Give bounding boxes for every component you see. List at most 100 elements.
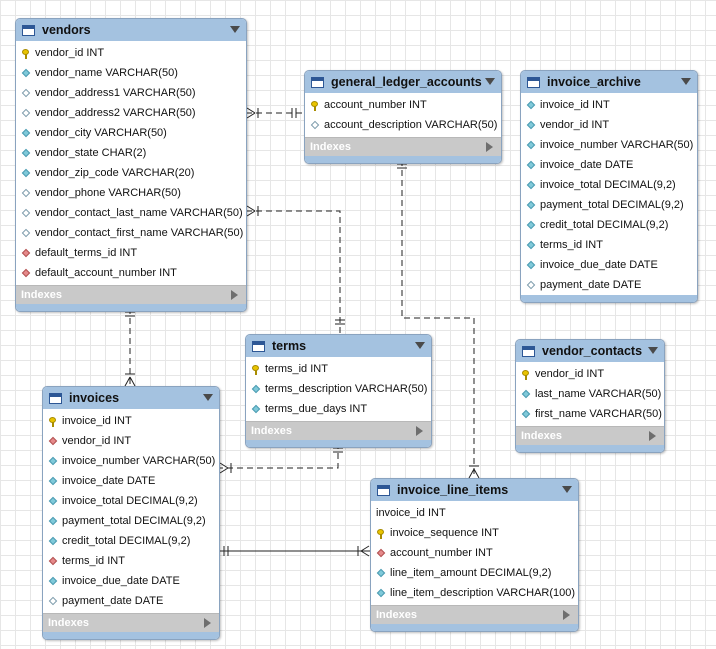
column-row[interactable]: default_account_number INT [16, 263, 246, 283]
column-row[interactable]: last_name VARCHAR(50) [516, 384, 664, 404]
column-row[interactable]: invoice_id INT [43, 411, 219, 431]
column-row[interactable]: vendor_contact_last_name VARCHAR(50) [16, 203, 246, 223]
indexes-section[interactable]: Indexes [516, 426, 664, 445]
collapse-caret-icon[interactable] [485, 78, 495, 85]
column-row[interactable]: invoice_due_date DATE [43, 571, 219, 591]
table-icon [49, 392, 62, 404]
table-header[interactable]: vendors [16, 19, 246, 41]
column-row[interactable]: terms_due_days INT [246, 399, 431, 419]
column-row[interactable]: payment_total DECIMAL(9,2) [521, 195, 697, 215]
collapse-caret-icon[interactable] [648, 347, 658, 354]
collapse-caret-icon[interactable] [230, 26, 240, 33]
table-header[interactable]: general_ledger_accounts [305, 71, 501, 93]
column-row[interactable]: invoice_sequence INT [371, 523, 578, 543]
column-row[interactable]: account_number INT [371, 543, 578, 563]
column-label: vendor_city VARCHAR(50) [35, 127, 167, 139]
column-label: terms_id INT [540, 239, 603, 251]
indexes-section[interactable]: Indexes [246, 421, 431, 440]
table-header[interactable]: invoice_archive [521, 71, 697, 93]
column-row[interactable]: payment_date DATE [43, 591, 219, 611]
cardinality-mark [246, 205, 256, 212]
column-row[interactable]: invoice_due_date DATE [521, 255, 697, 275]
column-label: invoice_due_date DATE [62, 575, 180, 587]
column-row[interactable]: line_item_description VARCHAR(100) [371, 583, 578, 603]
column-label: vendor_address2 VARCHAR(50) [35, 107, 196, 119]
column-label: account_number INT [390, 547, 493, 559]
column-row[interactable]: invoice_number VARCHAR(50) [521, 135, 697, 155]
column-row[interactable]: payment_total DECIMAL(9,2) [43, 511, 219, 531]
column-row[interactable]: vendor_name VARCHAR(50) [16, 63, 246, 83]
column-row[interactable]: vendor_address2 VARCHAR(50) [16, 103, 246, 123]
column-row[interactable]: invoice_total DECIMAL(9,2) [521, 175, 697, 195]
column-row[interactable]: vendor_id INT [16, 43, 246, 63]
table-header[interactable]: terms [246, 335, 431, 357]
column-icon [48, 537, 57, 546]
column-row[interactable]: vendor_contact_first_name VARCHAR(50) [16, 223, 246, 243]
indexes-section[interactable]: Indexes [371, 605, 578, 624]
expand-triangle-icon[interactable] [204, 618, 211, 628]
collapse-caret-icon[interactable] [415, 342, 425, 349]
column-row[interactable]: vendor_id INT [43, 431, 219, 451]
primary-key-icon [251, 364, 260, 375]
table-header[interactable]: vendor_contacts [516, 340, 664, 362]
column-row[interactable]: terms_id INT [246, 359, 431, 379]
column-row[interactable]: default_terms_id INT [16, 243, 246, 263]
column-row[interactable]: credit_total DECIMAL(9,2) [521, 215, 697, 235]
column-row[interactable]: account_number INT [305, 95, 501, 115]
column-label: invoice_number VARCHAR(50) [540, 139, 694, 151]
column-row[interactable]: first_name VARCHAR(50) [516, 404, 664, 424]
column-row[interactable]: invoice_id INT [371, 503, 578, 523]
column-row[interactable]: credit_total DECIMAL(9,2) [43, 531, 219, 551]
column-row[interactable]: invoice_total DECIMAL(9,2) [43, 491, 219, 511]
indexes-section[interactable]: Indexes [305, 137, 501, 156]
column-row[interactable]: terms_id INT [43, 551, 219, 571]
column-row[interactable]: vendor_phone VARCHAR(50) [16, 183, 246, 203]
table-header[interactable]: invoices [43, 387, 219, 409]
column-row[interactable]: account_description VARCHAR(50) [305, 115, 501, 135]
column-row[interactable]: vendor_zip_code VARCHAR(20) [16, 163, 246, 183]
expand-triangle-icon[interactable] [231, 290, 238, 300]
column-row[interactable]: payment_date DATE [521, 275, 697, 295]
column-label: line_item_description VARCHAR(100) [390, 587, 576, 599]
column-row[interactable]: terms_id INT [521, 235, 697, 255]
expand-triangle-icon[interactable] [563, 610, 570, 620]
column-row[interactable]: vendor_state CHAR(2) [16, 143, 246, 163]
expand-triangle-icon[interactable] [486, 142, 493, 152]
column-row[interactable]: vendor_city VARCHAR(50) [16, 123, 246, 143]
expand-triangle-icon[interactable] [649, 431, 656, 441]
collapse-caret-icon[interactable] [562, 486, 572, 493]
table-name: invoice_archive [547, 75, 641, 89]
column-row[interactable]: vendor_address1 VARCHAR(50) [16, 83, 246, 103]
primary-key-icon [21, 48, 30, 59]
table-header[interactable]: invoice_line_items [371, 479, 578, 501]
nullable-column-icon [21, 89, 30, 98]
table-name: terms [272, 339, 307, 353]
column-row[interactable]: vendor_id INT [521, 115, 697, 135]
column-row[interactable]: invoice_number VARCHAR(50) [43, 451, 219, 471]
column-row[interactable]: invoice_date DATE [521, 155, 697, 175]
column-row[interactable]: invoice_id INT [521, 95, 697, 115]
cardinality-mark [246, 112, 256, 119]
cardinality-mark [360, 550, 370, 557]
collapse-caret-icon[interactable] [203, 394, 213, 401]
column-label: line_item_amount DECIMAL(9,2) [390, 567, 552, 579]
collapse-caret-icon[interactable] [681, 78, 691, 85]
column-row[interactable]: terms_description VARCHAR(50) [246, 379, 431, 399]
column-label: default_account_number INT [35, 267, 177, 279]
table-icon [22, 24, 35, 36]
expand-triangle-icon[interactable] [416, 426, 423, 436]
column-row[interactable]: line_item_amount DECIMAL(9,2) [371, 563, 578, 583]
column-row[interactable]: invoice_date DATE [43, 471, 219, 491]
relation-vendors-terms [246, 210, 341, 334]
column-row[interactable]: vendor_id INT [516, 364, 664, 384]
indexes-section[interactable]: Indexes [43, 613, 219, 632]
indexes-section[interactable]: Indexes [16, 285, 246, 304]
